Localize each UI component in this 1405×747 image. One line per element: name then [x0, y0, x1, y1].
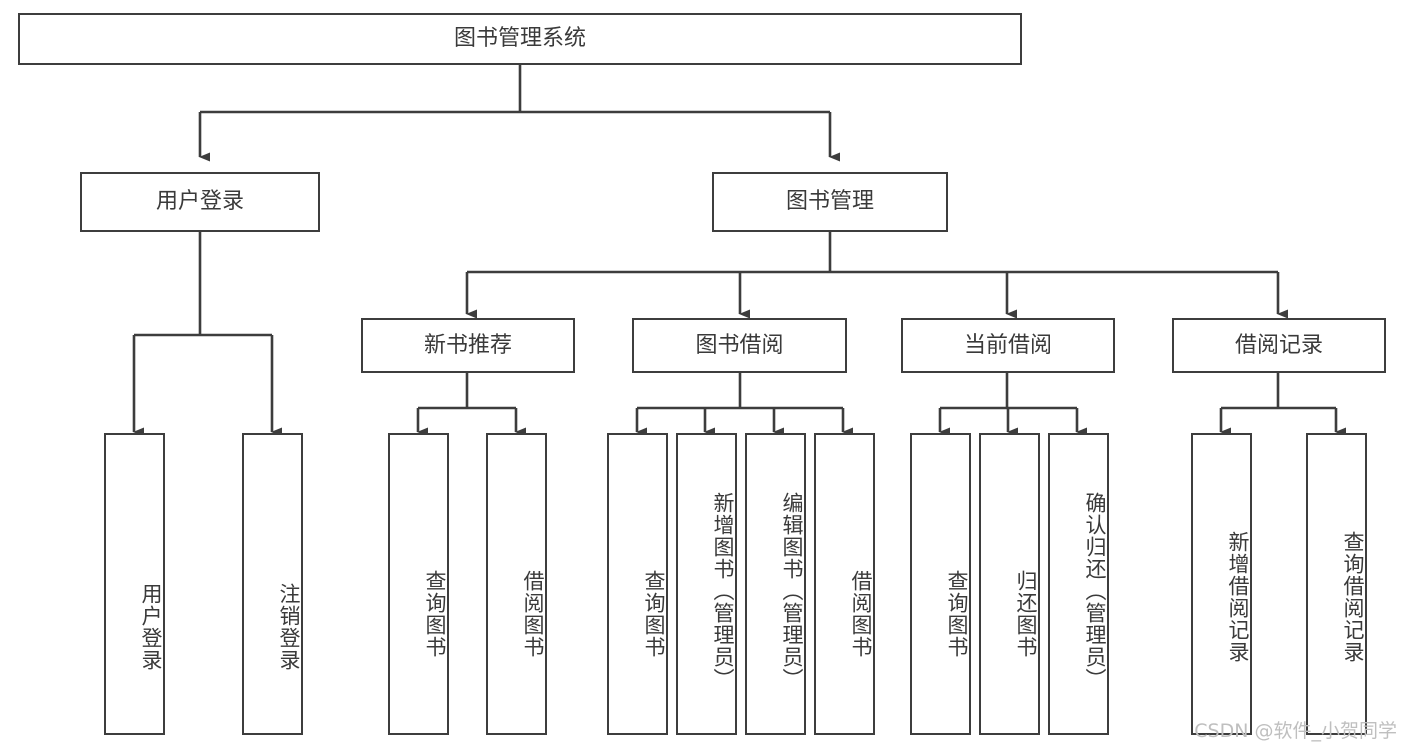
leaf-label: 查询图书 — [642, 570, 666, 658]
node-user-login[interactable]: 用户登录 — [80, 172, 320, 232]
node-book-borrow[interactable]: 图书借阅 — [632, 318, 847, 373]
node-new-book-recommend[interactable]: 新书推荐 — [361, 318, 575, 373]
node-leaf-borrow-book-recommend[interactable]: 借阅图书 — [486, 433, 547, 735]
node-leaf-query-book-current[interactable]: 查询图书 — [910, 433, 971, 735]
node-leaf-return-book[interactable]: 归还图书 — [979, 433, 1040, 735]
leaf-label: 编辑图书（管理员） — [780, 492, 804, 690]
node-leaf-query-book[interactable]: 查询图书 — [607, 433, 668, 735]
node-leaf-add-borrow-record[interactable]: 新增借阅记录 — [1191, 433, 1252, 735]
node-book-management[interactable]: 图书管理 — [712, 172, 948, 232]
node-leaf-user-login[interactable]: 用户登录 — [104, 433, 165, 735]
node-leaf-edit-book-admin[interactable]: 编辑图书（管理员） — [745, 433, 806, 735]
leaf-label: 查询图书 — [945, 570, 969, 658]
node-leaf-borrow-book[interactable]: 借阅图书 — [814, 433, 875, 735]
leaf-label: 注销登录 — [277, 583, 301, 671]
leaf-label: 查询图书 — [423, 570, 447, 658]
node-leaf-query-borrow-record[interactable]: 查询借阅记录 — [1306, 433, 1367, 735]
node-root-library-system[interactable]: 图书管理系统 — [18, 13, 1022, 65]
node-leaf-user-logout[interactable]: 注销登录 — [242, 433, 303, 735]
leaf-label: 确认归还（管理员） — [1083, 492, 1107, 690]
leaf-label: 查询借阅记录 — [1341, 531, 1365, 663]
watermark-text: CSDN @软件_小贺同学 — [1194, 720, 1397, 742]
node-leaf-confirm-return-admin[interactable]: 确认归还（管理员） — [1048, 433, 1109, 735]
node-leaf-query-book-recommend[interactable]: 查询图书 — [388, 433, 449, 735]
leaf-label: 新增借阅记录 — [1226, 531, 1250, 663]
leaf-label: 借阅图书 — [521, 570, 545, 658]
leaf-label: 用户登录 — [139, 583, 163, 671]
node-leaf-add-book-admin[interactable]: 新增图书（管理员） — [676, 433, 737, 735]
leaf-label: 借阅图书 — [849, 570, 873, 658]
leaf-label: 归还图书 — [1014, 570, 1038, 658]
node-borrow-record[interactable]: 借阅记录 — [1172, 318, 1386, 373]
node-current-borrow[interactable]: 当前借阅 — [901, 318, 1115, 373]
leaf-label: 新增图书（管理员） — [711, 492, 735, 690]
